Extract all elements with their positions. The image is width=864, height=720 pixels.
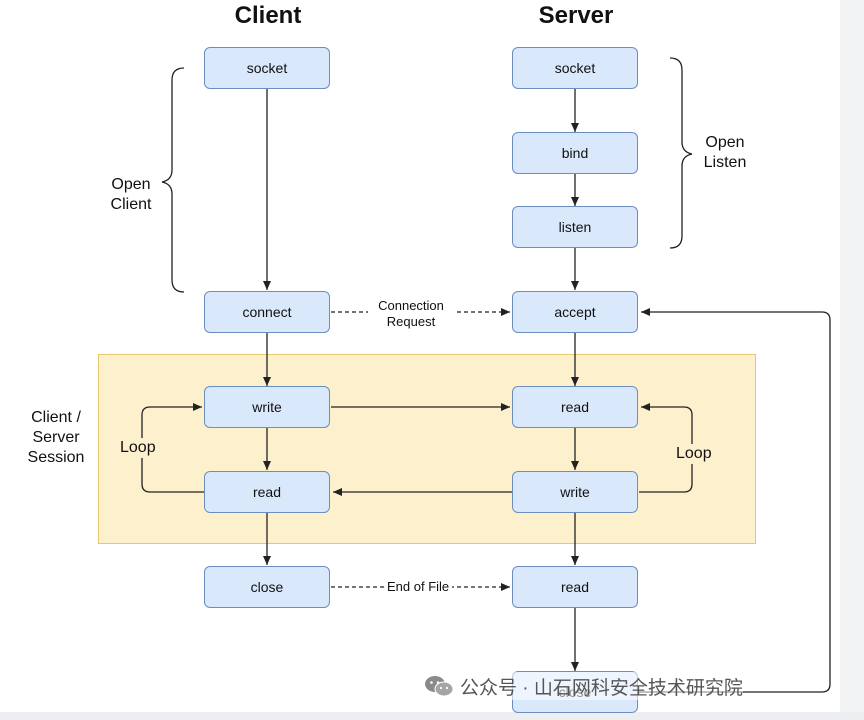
session-label-line1: Client / — [31, 409, 81, 426]
arrow-close-to-accept — [639, 308, 831, 693]
server-listen-node: listen — [512, 206, 638, 248]
open-client-brace — [161, 67, 185, 293]
client-connect-node: connect — [204, 291, 330, 333]
open-client-label-line2: Client — [110, 196, 152, 213]
watermark-text: 公众号 · 山石网科安全技术研究院 — [460, 677, 743, 699]
client-read-node: read — [204, 471, 330, 513]
server-accept-node: accept — [512, 291, 638, 333]
server-heading: Server — [538, 2, 614, 29]
client-loop-label: Loop — [118, 438, 158, 458]
session-label-line3: Session — [27, 449, 85, 466]
connection-request-label: Connection Request — [368, 298, 454, 330]
client-socket-node: socket — [204, 47, 330, 89]
server-write-node: write — [512, 471, 638, 513]
client-heading: Client — [234, 2, 302, 29]
session-label: Client / Server Session — [18, 408, 94, 468]
page-bottom-strip — [0, 712, 864, 720]
open-listen-label: Open Listen — [690, 133, 760, 173]
client-close-node: close — [204, 566, 330, 608]
server-loop-label: Loop — [674, 444, 714, 464]
connection-request-label-line1: Connection — [378, 298, 444, 313]
page-margin-strip — [840, 0, 864, 720]
server-read-node: read — [512, 386, 638, 428]
open-client-label-line1: Open — [111, 176, 151, 193]
open-client-label: Open Client — [96, 175, 166, 215]
server-bind-node: bind — [512, 132, 638, 174]
end-of-file-label: End of File — [384, 579, 453, 595]
session-label-line2: Server — [32, 429, 80, 446]
wechat-icon — [425, 676, 454, 697]
open-listen-label-line2: Listen — [703, 154, 747, 171]
server-read-eof-node: read — [512, 566, 638, 608]
open-listen-brace — [669, 57, 693, 249]
watermark: 公众号 · 山石网科安全技术研究院 — [424, 672, 743, 700]
client-write-node: write — [204, 386, 330, 428]
open-listen-label-line1: Open — [705, 134, 745, 151]
server-socket-node: socket — [512, 47, 638, 89]
connection-request-label-line2: Request — [386, 314, 436, 329]
